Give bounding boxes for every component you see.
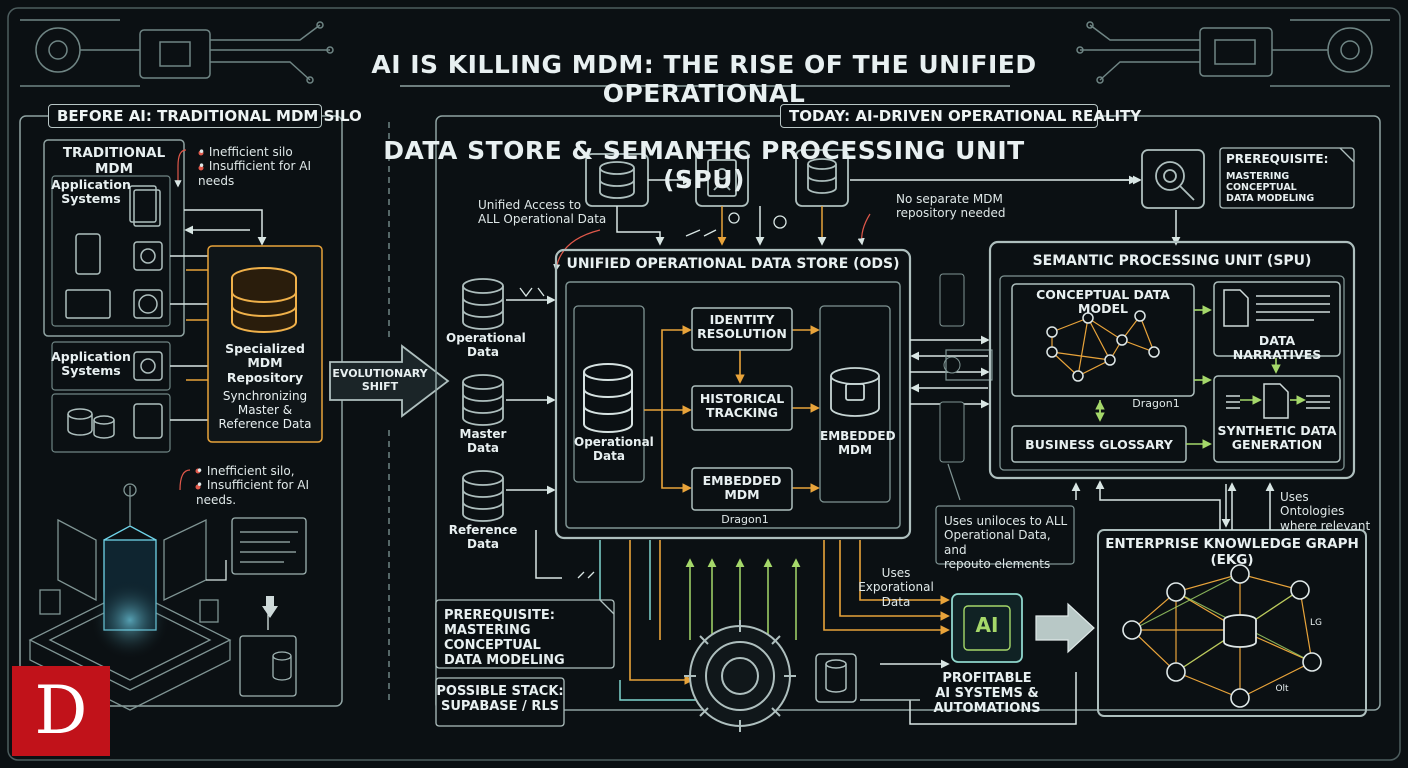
publisher-logo: D	[12, 666, 110, 756]
prereq-top-title: PREREQUISITE:	[1226, 152, 1329, 166]
exploratory-data-note: Uses Exporational Data	[858, 566, 934, 609]
uses-note: Uses uniloces to ALL Operational Data, a…	[944, 514, 1068, 572]
main-title: AI IS KILLING MDM: THE RISE OF THE UNIFI…	[340, 22, 1068, 223]
prereq-bottom-box	[435, 599, 615, 669]
left-section-title: BEFORE AI: TRADITIONAL MDM SILO	[48, 104, 362, 128]
data-narratives-box	[1213, 281, 1341, 357]
app-systems-label-1: Application Systems	[51, 177, 131, 207]
ekg-database-icon	[1223, 614, 1257, 648]
spu-watermark: Dragon1	[1132, 397, 1180, 410]
ai-label: AI	[975, 613, 999, 637]
header-circuit-right	[1076, 19, 1390, 87]
unified-access-note: Unified Access to ALL Operational Data	[478, 198, 607, 227]
data-narratives-label: DATA NARRATIVES	[1232, 333, 1322, 363]
embedded-mdm-small-label: EMBEDDED MDM	[702, 473, 782, 503]
repository-title: Specialized MDM Repository	[225, 341, 305, 385]
ekg-label-lg: LG	[1310, 618, 1322, 628]
ods-watermark: Dragon1	[721, 513, 769, 526]
embedded-mdm-big-label: EMBEDDED MDM	[820, 429, 896, 457]
conceptual-model-box	[1011, 283, 1195, 397]
ekg-graph	[1131, 573, 1313, 699]
conceptual-model-label: CONCEPTUAL DATA MODEL	[1036, 287, 1170, 317]
embedded-mdm-icon	[830, 367, 880, 417]
right-section-title: TODAY: AI-DRIVEN OPERATIONAL REALITY	[780, 104, 1141, 128]
prereq-bottom-label: PREREQUISITE: MASTERING CONCEPTUAL DATA …	[444, 608, 565, 668]
embedded-mdm-small-box	[691, 467, 793, 511]
synthetic-data-box	[1213, 375, 1341, 463]
ods-box	[554, 248, 912, 540]
traditional-mdm-label: TRADITIONAL MDM	[62, 145, 166, 177]
stack-box	[435, 677, 565, 727]
prereq-top-body: MASTERING CONCEPTUAL DATA MODELING	[1226, 171, 1315, 204]
ai-box	[951, 593, 1023, 663]
ontology-note: Uses Ontologies where relevant	[1280, 490, 1371, 533]
profitable-ai-label: PROFITABLE AI SYSTEMS & AUTOMATIONS	[933, 671, 1041, 716]
repository-database-icon	[231, 267, 297, 333]
evolutionary-shift-arrow	[329, 344, 450, 418]
no-mdm-note: No separate MDM repository needed	[896, 192, 1006, 221]
source-database-icons	[462, 278, 504, 522]
identity-resolution-label: IDENTITY RESOLUTION	[697, 312, 787, 342]
main-title-line2: DATA STORE & SEMANTIC PROCESSING UNIT (S…	[383, 136, 1025, 194]
app-systems-label-2: Application Systems	[51, 349, 131, 379]
header-circuit-left	[20, 19, 334, 87]
main-title-line1: AI IS KILLING MDM: THE RISE OF THE UNIFI…	[371, 49, 1037, 108]
spu-box	[988, 240, 1356, 480]
embedded-mdm-panel	[819, 305, 891, 503]
operational-data-db-icon	[583, 363, 633, 433]
stack-label: POSSIBLE STACK: SUPABASE / RLS	[436, 684, 564, 714]
source-label-operational: Operational Data	[446, 331, 526, 359]
historical-tracking-label: HISTORICAL TRACKING	[699, 391, 785, 421]
spu-title: SEMANTIC PROCESSING UNIT (SPU)	[1032, 253, 1312, 269]
uses-note-box	[935, 505, 1075, 565]
left-note-top: • Inefficient silo • Insufficient for AI…	[198, 145, 311, 188]
ekg-title: ENTERPRISE KNOWLEDGE GRAPH (EKG)	[1105, 536, 1359, 568]
ods-title: UNIFIED OPERATIONAL DATA STORE (ODS)	[566, 256, 900, 272]
business-glossary-label: BUSINESS GLOSSARY	[1025, 437, 1173, 452]
logo-letter: D	[34, 672, 88, 749]
ekg-label-olt: Olt	[1275, 684, 1289, 694]
conceptual-network-icon	[1051, 315, 1156, 377]
gear-search-icon	[1141, 149, 1205, 209]
evolutionary-shift-label: EVOLUTIONARY SHIFT	[332, 367, 428, 393]
repository-subtitle: Synchronizing Master & Reference Data	[218, 389, 312, 431]
identity-resolution-box	[691, 307, 793, 351]
central-gear-icon	[684, 620, 796, 732]
source-label-master: Master Data	[459, 427, 507, 455]
synthetic-data-label: SYNTHETIC DATA GENERATION	[1217, 423, 1337, 453]
ai-to-ekg-arrow	[1035, 602, 1095, 654]
ods-operational-label: Operational Data	[574, 435, 654, 463]
left-note-bottom: • Inefficient silo, • Insufficient for A…	[196, 464, 309, 507]
prereq-top-box	[1219, 147, 1355, 209]
source-label-reference: Reference Data	[448, 523, 518, 551]
historical-tracking-box	[691, 385, 793, 431]
